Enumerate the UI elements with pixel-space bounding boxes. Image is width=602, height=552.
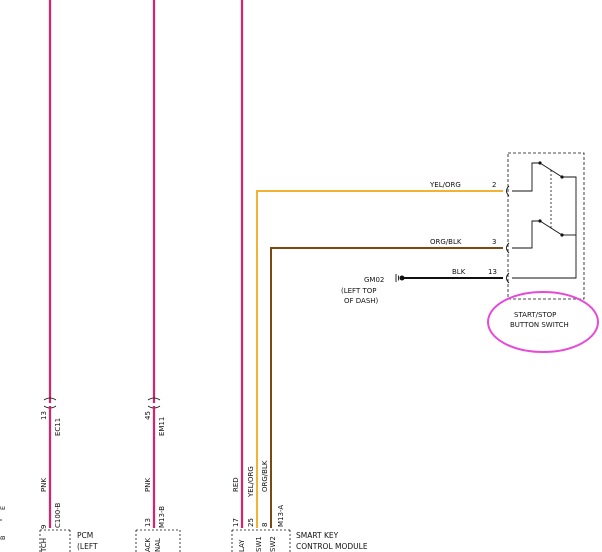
m13b-connector-box — [135, 529, 181, 552]
org-blk-switch-label: ORG/BLK — [430, 238, 462, 246]
ground-circuit: BLK 13 GM02 (LEFT TOP OF DASH) — [341, 268, 503, 305]
red-pin-name: LAY — [238, 539, 246, 552]
ec11-pin: 13 — [40, 411, 48, 420]
ground-id: GM02 — [364, 276, 384, 284]
org-blk-pin-name: SW2 — [269, 536, 277, 552]
wire-red: RED 17 LAY — [232, 0, 246, 552]
em11-connector: EM11 — [158, 417, 166, 436]
highlight-circle — [487, 291, 599, 353]
terminal-13-icon — [506, 272, 510, 284]
yel-org-pin: 25 — [247, 518, 255, 527]
em11-pin-name-b: NAL — [154, 538, 162, 552]
switch-label-1: START/STOP — [514, 311, 556, 319]
em11-pin: 45 — [144, 411, 152, 420]
pcm-label-1: PCM — [77, 531, 93, 540]
pcm-pin-name: TCH — [40, 538, 48, 552]
ground-switch-pin: 13 — [488, 268, 497, 276]
org-blk-pin: 8 — [261, 523, 269, 527]
wire-ec11: 13 EC11 PNK 9 C100-B TCH — [40, 0, 62, 552]
yel-org-color-label: YEL/ORG — [247, 466, 255, 498]
smart-key-connector-box: SMART KEY CONTROL MODULE — [231, 529, 368, 552]
yel-org-switch-label: YEL/ORG — [429, 181, 461, 189]
left-edge-text-1: E — [0, 506, 7, 510]
ground-location-2: OF DASH) — [344, 297, 379, 305]
red-color-label: RED — [232, 477, 240, 492]
wire-org-blk: ORG/BLK 8 SW2 ORG/BLK 3 M13-A — [261, 238, 503, 552]
wire-yel-org-line — [256, 190, 503, 528]
red-pin: 17 — [232, 518, 240, 527]
left-edge-text-2: B — [0, 536, 7, 540]
m13b-pin: 13 — [144, 518, 152, 527]
ground-point-icon — [399, 275, 405, 281]
ec11-color-label: PNK — [40, 478, 48, 492]
c100b-pin: 9 — [40, 525, 48, 529]
em11-pin-name-a: ACK — [144, 537, 152, 552]
ec11-connector: EC11 — [54, 418, 62, 436]
switch-pin-3: 3 — [492, 238, 496, 246]
wire-yel-org: YEL/ORG 25 SW1 YEL/ORG 2 — [247, 181, 503, 552]
smart-key-label-2: CONTROL MODULE — [296, 542, 368, 551]
terminal-2-icon — [506, 185, 510, 197]
terminal-3-icon — [506, 242, 510, 254]
ground-location-1: (LEFT TOP — [341, 287, 376, 295]
ground-wire-label: BLK — [452, 268, 466, 276]
smart-key-label-1: SMART KEY — [296, 531, 339, 540]
switch-pin-2: 2 — [492, 181, 496, 189]
m13b-connector: M13-B — [158, 506, 166, 528]
start-stop-switch: START/STOP BUTTON SWITCH — [506, 152, 585, 329]
switch-housing — [507, 152, 585, 300]
wire-org-blk-line — [270, 247, 503, 528]
em11-color-label: PNK — [144, 478, 152, 492]
c100b-connector: C100-B — [54, 502, 62, 528]
org-blk-color-label: ORG/BLK — [261, 460, 269, 492]
m13a-connector: M13-A — [277, 505, 285, 527]
wire-em11: 45 EM11 PNK 13 M13-B ACK NAL — [144, 0, 166, 552]
pcm-connector: PCM (LEFT — [39, 529, 98, 552]
yel-org-pin-name: SW1 — [255, 536, 263, 552]
left-edge-fragment: E B — [0, 506, 7, 540]
pcm-label-2: (LEFT — [77, 542, 98, 551]
switch-label-2: BUTTON SWITCH — [510, 321, 569, 329]
